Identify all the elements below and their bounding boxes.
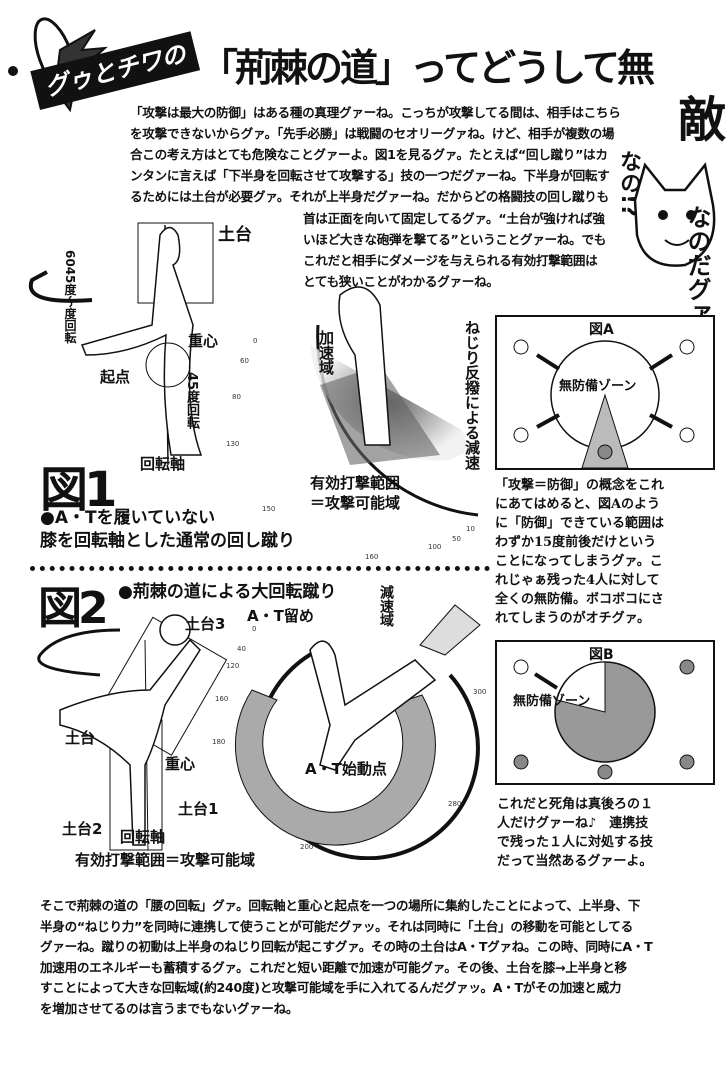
text-line: 半身の“ねじり力”を同時に連携して使うことが可能だグァッ。それは同時に「土台」の… [40,918,633,934]
fig2-label-base2: 土台2 [62,820,103,838]
text-line: 全くの無防備。ボコボコにさ [495,592,664,607]
fig2-label-base: 土台 [65,729,96,747]
fig2-tick: 280 [448,800,462,808]
figureA-title: 図A [589,322,614,338]
text-line: すことによって大きな回転域(約240度)と攻撃可能域を手に入れてるんだグァッ。A… [40,980,622,995]
figureB-box: 図B 無防備ゾーン [495,640,715,785]
figureB-title: 図B [589,647,614,663]
figureA-text: 「攻撃＝防御」の概念をこれ にあてはめると、図Aのよう に「防御」できている範囲… [495,476,664,628]
text-line: れてしまうのがオチグァ。 [495,611,650,626]
fig1-label-accel: 加速域 [317,330,335,375]
text-line: ンタンに言えば「下半身を回転させて攻撃する」技の一つだグァーね。下半身が回転す [130,168,610,183]
fig2-tick: 160 [215,695,229,703]
fig2-number: 図2 [38,583,109,634]
fig1-caption-1: ●A・Tを履いていない [40,508,216,528]
fig2-tick: 300 [473,688,487,696]
fig2-label-axis: 回転軸 [120,828,166,846]
fig2-label-effective: 有効打撃範囲＝攻撃可能域 [75,851,256,869]
fig1-tick: 80 [232,393,241,401]
figureA-zone-label: 無防備ゾーン [559,379,637,394]
text-line: 首は正面を向いて固定してるグァ。“土台が強ければ強 [303,211,605,226]
text-line: れじゃぁ残った4人に対して [495,573,660,588]
fig2-label-at-start: A・T始動点 [305,760,387,778]
fig2-label-center: 重心 [165,755,196,773]
figureB-diagram [513,659,695,780]
bullet-dot [8,66,18,76]
title-end: 敵 [669,94,725,142]
fig1-tick: 150 [262,505,276,513]
fig1-tick: 50 [452,535,461,543]
fig1-caption-2: 膝を回転軸とした通常の回し蹴り [40,531,295,551]
fig1-label-base: 土台 [218,225,252,245]
fig2-label-base3: 土台3 [185,615,226,633]
text-line: 合この考え方はとても危険なことグァーよ。図1を見るグァ。たとえば“回し蹴り”はカ [130,147,608,162]
text-line: いほど大きな砲弾を撃てる”ということグァーね。でも [303,232,607,247]
fig1-tick: 10 [466,525,475,533]
text-line: を攻撃できないからグァ。「先手必勝」は戦闘のセオリーグァね。けど、相手が複数の場 [130,126,615,141]
text-line: 「攻撃＝防御」の概念をこれ [495,478,665,493]
fig2-tick: 120 [226,662,240,670]
text-line: とても狭いことがわかるグァーね。 [303,274,499,289]
chihuahua-character-icon [633,162,716,267]
text-line: これだと死角は真後ろの１ [497,797,654,812]
text-line: わずか15度前後だけという [495,535,657,550]
fig1-label-effective-2: ＝攻撃可能域 [310,494,401,512]
text-line: で残った１人に対処する技 [497,835,654,850]
outro-paragraph: そこで荊棘の道の「腰の回転」グァ。回転軸と重心と起点を一つの場所に集約したことに… [40,896,653,1019]
text-line: 加速用のエネルギーも蓄積するグァ。これだと短い距離で加速が可能グァ。その後、土台… [40,959,627,975]
text-line: を増加させてるのは言うまでもないグァーね。 [40,1000,299,1016]
fig1-label-rotation-45: 45度回転 [184,372,199,430]
figure1-diagram [28,222,479,517]
fig1-label-origin: 起点 [100,368,131,386]
text-line: これだと相手にダメージを与えられる有効打撃範囲は [303,253,598,268]
fig2-tick: 0 [252,625,257,633]
page-title: 「荊棘の道」ってどうして無 [200,46,655,90]
intro-paragraph: 「攻撃は最大の防御」はある種の真理グァーね。こっちが攻撃してる間は、相手はこちら… [130,102,621,207]
fig1-label-decel: ねじり反撥による減速 [463,320,481,470]
intro-paragraph-2: 首は正面を向いて固定してるグァ。“土台が強ければ強 いほど大きな砲弾を撃てる”と… [303,208,606,292]
fig1-label-effective-1: 有効打撃範囲 [310,474,401,492]
fig2-tick: 180 [212,738,226,746]
text-line: そこで荊棘の道の「腰の回転」グァ。回転軸と重心と起点を一つの場所に集約したことに… [40,898,641,913]
fig1-number: 図1 [40,462,117,518]
figure2-diagram [37,604,481,860]
text-line: にあてはめると、図Aのよう [495,497,661,512]
dotted-divider [30,566,490,571]
fig1-tick: 60 [240,357,249,365]
fig1-tick: 130 [226,440,240,448]
text-line: に「防御」できている範囲は [495,516,665,531]
fig2-label-decel: 減速域 [378,585,394,627]
fig1-label-center: 重心 [188,332,219,350]
text-line: ことになってしまうグァ。こ [495,554,663,569]
figureB-zone-label: 無防備ゾーン [513,694,591,709]
fig1-tick: 0 [253,337,258,345]
text-line: グァーね。蹴りの初動は上半身のねじり回転が起こすグァ。その時の土台はA・Tグァね… [40,939,653,954]
figureA-diagram [513,339,695,468]
figureB-text: これだと死角は真後ろの１ 人だけグァーね♪ 連携技 で残った１人に対処する技 だ… [497,795,653,871]
text-line: だって当然あるグァーよ。 [497,854,653,869]
figureA-box: 図A 無防備ゾーン [495,315,715,470]
fig2-tick: 200 [300,843,314,851]
fig1-tick: 160 [365,553,379,561]
fig2-caption: ●荊棘の道による大回転蹴り [118,582,337,602]
fig2-label-base1: 土台1 [178,800,219,818]
fig1-tick: 100 [428,543,442,551]
fig1-label-rotation-top: 6045度〜度回転 [63,250,77,344]
text-line: 「攻撃は最大の防御」はある種の真理グァーね。こっちが攻撃してる間は、相手はこちら [130,105,621,120]
fig2-label-at-stop: A・T留め [247,607,314,625]
fig1-label-axis: 回転軸 [140,455,186,473]
fig2-tick: 40 [237,645,246,653]
text-line: るためには土台が必要グァ。それが上半身だグァーね。だからどの格闘技の回し蹴りも [130,189,609,204]
text-line: 人だけグァーね♪ 連携技 [497,816,649,831]
